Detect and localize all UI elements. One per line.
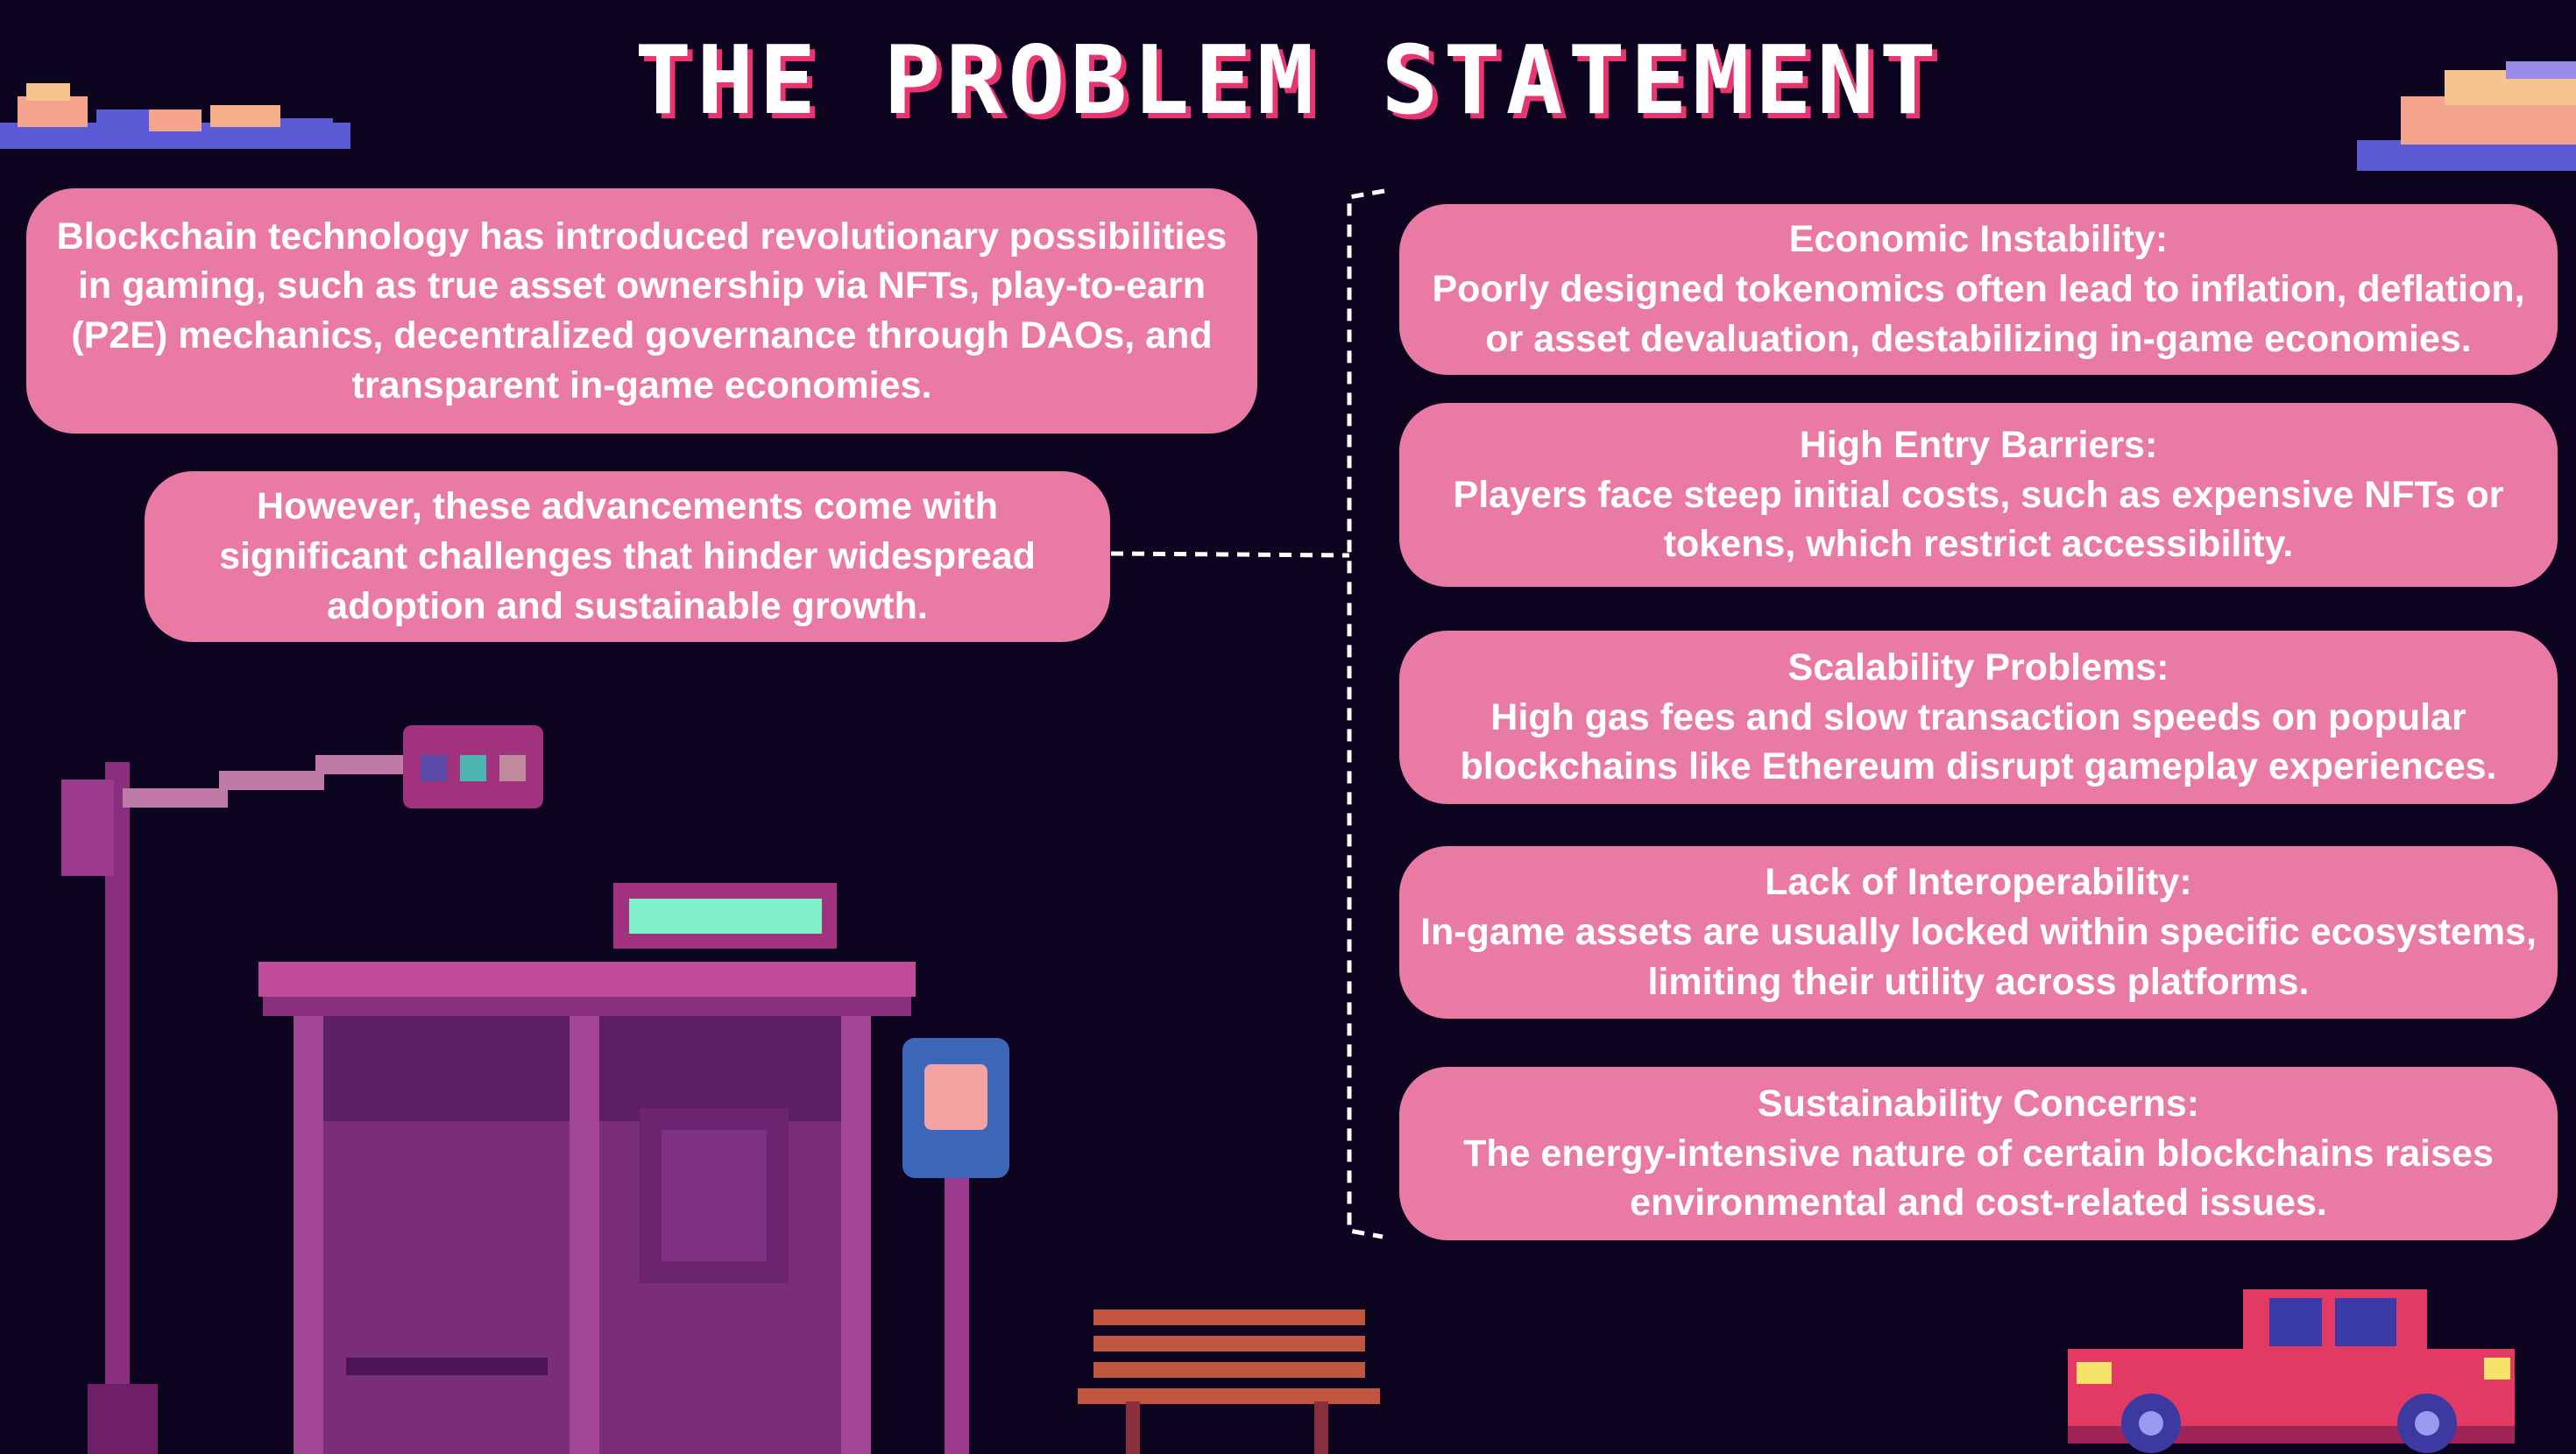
page-title: THE PROBLEM STATEMENT	[634, 26, 1942, 136]
problem-body: The energy-intensive nature of certain b…	[1463, 1132, 2494, 1225]
bench-icon	[1078, 1309, 1380, 1454]
street-lamp-icon	[61, 725, 543, 1454]
bus-shelter-icon	[258, 883, 916, 1454]
intro-paragraph-1-text: Blockchain technology has introduced rev…	[56, 215, 1228, 406]
car-icon	[2068, 1289, 2515, 1453]
problem-card-high-entry-barriers: High Entry Barriers: Players face steep …	[1399, 403, 2558, 587]
intro-paragraph-2: However, these advancements come with si…	[145, 471, 1110, 642]
problem-card-lack-of-interoperability: Lack of Interoperability: In-game assets…	[1399, 846, 2558, 1019]
problem-card-sustainability-concerns: Sustainability Concerns: The energy-inte…	[1399, 1067, 2558, 1240]
problem-card-economic-instability: Economic Instability: Poorly designed to…	[1399, 204, 2558, 375]
cloud-icon	[0, 83, 350, 149]
problem-body: Players face steep initial costs, such a…	[1453, 473, 2504, 566]
problem-heading: Economic Instability:	[1788, 218, 2169, 261]
problem-heading: Sustainability Concerns:	[1757, 1082, 2200, 1125]
problem-heading: High Entry Barriers:	[1799, 423, 2158, 466]
problem-body: Poorly designed tokenomics often lead to…	[1432, 268, 2525, 360]
bus-stop-sign-icon	[902, 1038, 1009, 1454]
cloud-icon	[2357, 61, 2576, 171]
problem-body: In-game assets are usually locked within…	[1420, 911, 2537, 1003]
problem-body: High gas fees and slow transaction speed…	[1460, 695, 2497, 788]
intro-paragraph-2-text: However, these advancements come with si…	[219, 485, 1036, 627]
intro-paragraph-1: Blockchain technology has introduced rev…	[26, 188, 1257, 434]
problem-heading: Lack of Interoperability:	[1765, 861, 2192, 904]
problem-heading: Scalability Problems:	[1787, 646, 2169, 688]
problem-card-scalability-problems: Scalability Problems: High gas fees and …	[1399, 631, 2558, 804]
connector-bracket	[1110, 188, 1385, 1239]
